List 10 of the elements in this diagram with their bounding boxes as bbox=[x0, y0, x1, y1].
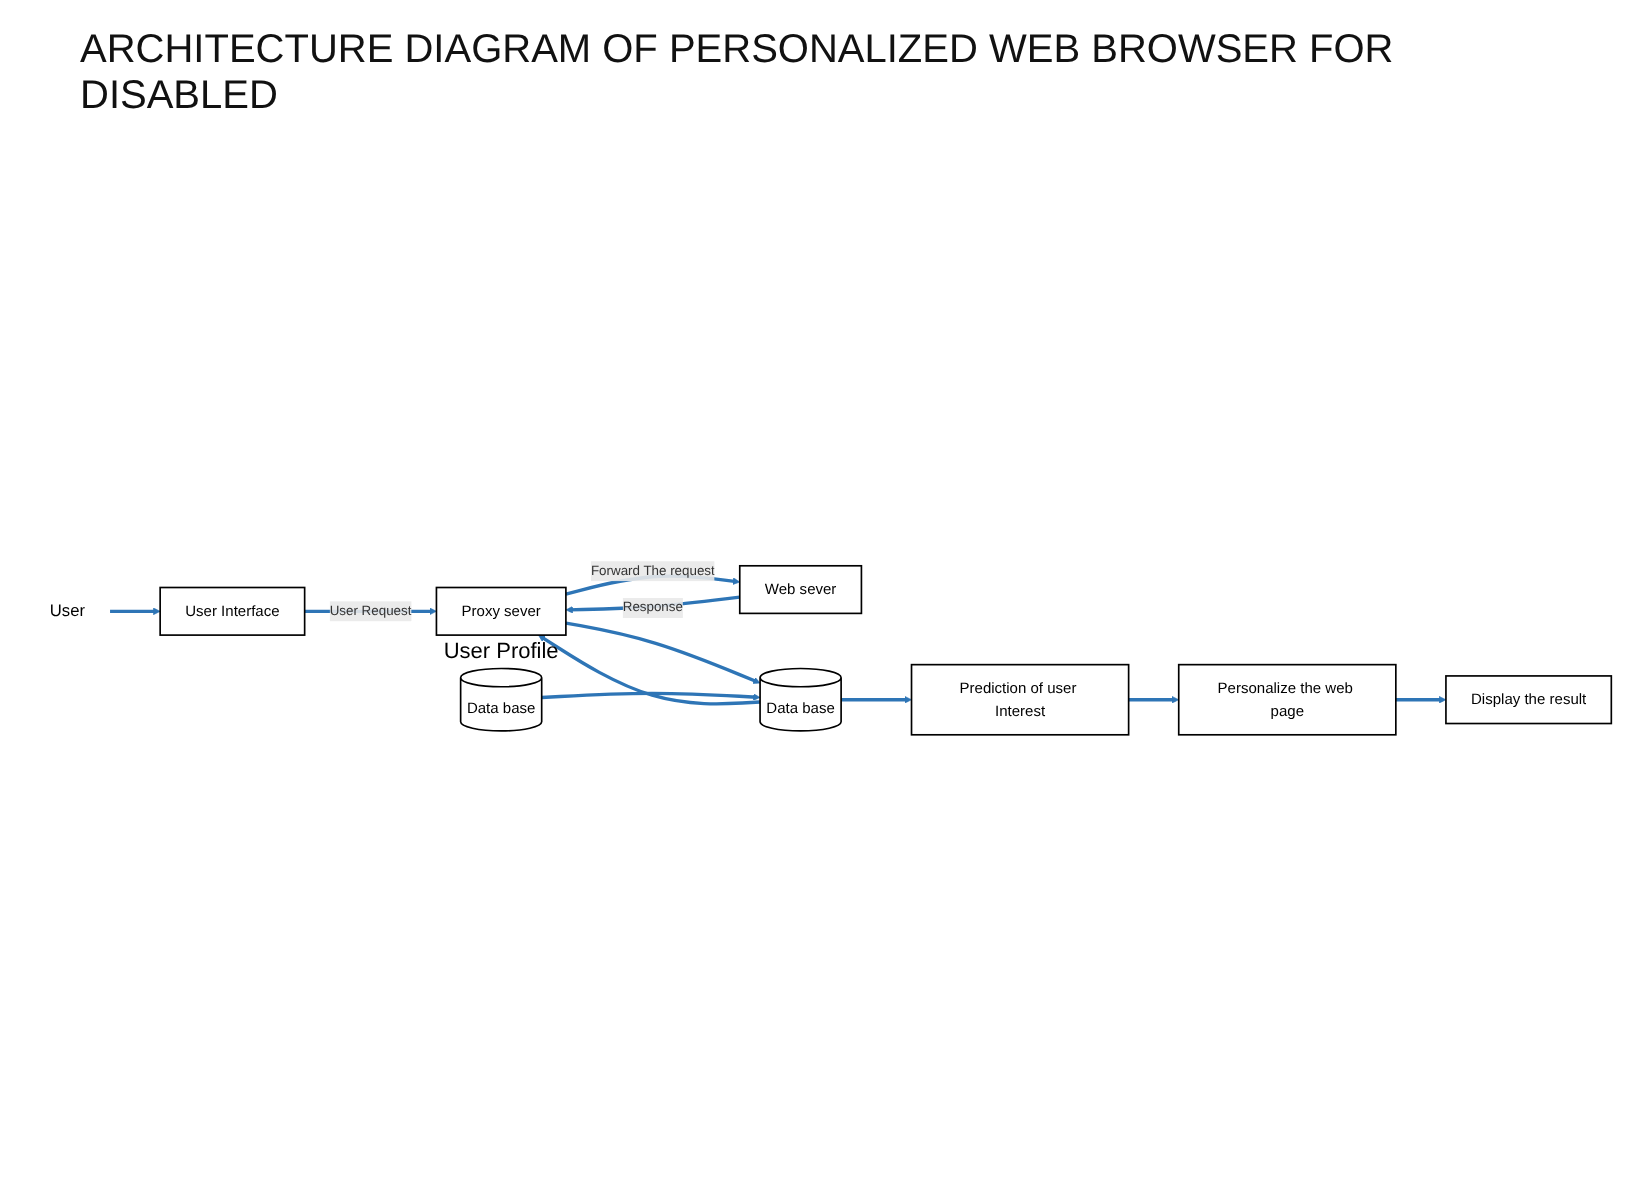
node-text: User bbox=[49, 602, 85, 621]
arrow bbox=[1395, 696, 1447, 704]
arrow bbox=[538, 634, 761, 706]
arrow bbox=[1128, 696, 1180, 704]
arrow bbox=[565, 621, 761, 684]
arrow bbox=[110, 607, 161, 615]
arrow bbox=[841, 696, 912, 704]
node-caption: User Profile bbox=[443, 640, 559, 665]
diagram-title: ARCHITECTURE DIAGRAM OF PERSONALIZED WEB BROWSER FOR DISABLED bbox=[78, 26, 1396, 122]
arrow bbox=[541, 691, 761, 701]
